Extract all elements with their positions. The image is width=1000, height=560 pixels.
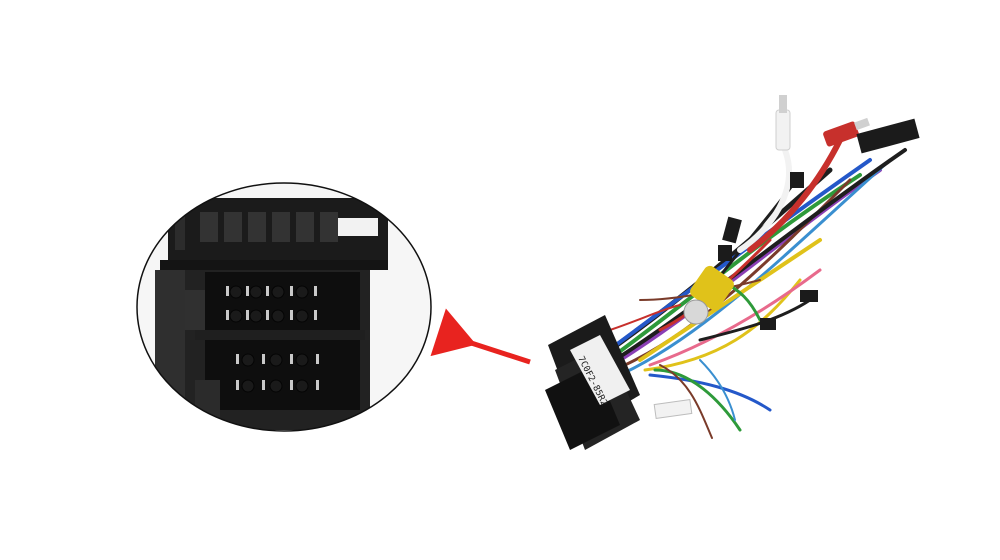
rca-plug-yellow xyxy=(683,265,734,325)
main-connector: 7C0F2-85R2 xyxy=(545,315,640,450)
rca-plug-red xyxy=(823,117,870,147)
wire-harness xyxy=(607,137,907,439)
connector-pins xyxy=(226,286,319,390)
white-plug xyxy=(653,398,693,420)
zoom-circle-outline xyxy=(136,182,432,432)
rca-plug-white xyxy=(775,95,791,151)
small-connectors xyxy=(718,118,920,330)
red-arrow-icon xyxy=(430,308,531,365)
zoom-inset xyxy=(136,182,432,432)
